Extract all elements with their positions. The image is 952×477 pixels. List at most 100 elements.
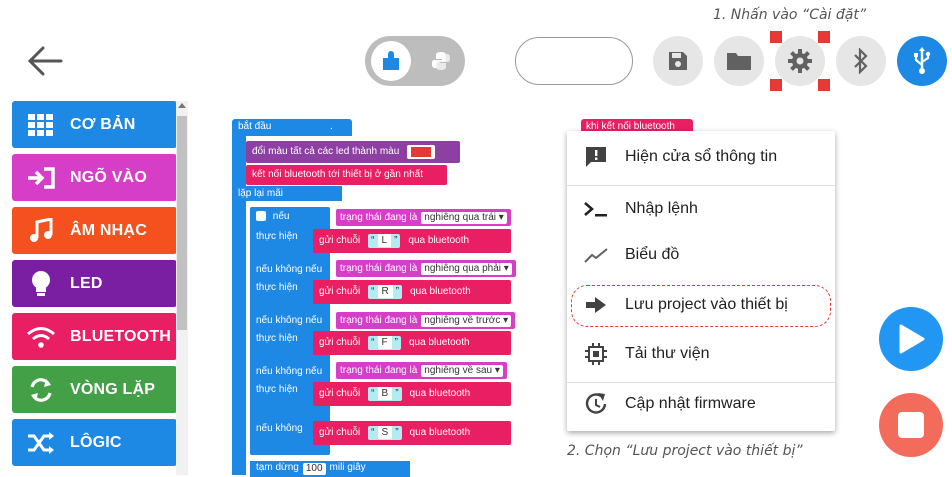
- settings-menu: Hiện cửa sổ thông tin Nhập lệnh Biểu đồ …: [567, 131, 835, 431]
- shuffle-icon: [12, 431, 70, 454]
- string-input[interactable]: “L”: [368, 234, 401, 248]
- instruction-step-1: 1. Nhấn vào “Cài đặt”: [713, 7, 867, 23]
- state-condition-block[interactable]: trạng thái đang là nghiêng về trước ▾: [336, 312, 516, 329]
- string-input[interactable]: “F”: [368, 336, 401, 350]
- state-condition-block[interactable]: trạng thái đang là nghiêng về sau ▾: [336, 362, 507, 379]
- start-block[interactable]: bắt đầu .: [232, 119, 352, 136]
- condition-dropdown[interactable]: nghiêng qua trái ▾: [421, 211, 507, 224]
- string-value: B: [377, 387, 393, 400]
- state-condition-block[interactable]: trạng thái đang là nghiêng qua phải ▾: [336, 260, 516, 277]
- forever-block[interactable]: lặp lại mãi: [232, 186, 342, 201]
- send-string-block[interactable]: gửi chuỗi “S” qua bluetooth: [313, 421, 511, 445]
- menu-item-label: Lưu project vào thiết bị: [625, 296, 788, 313]
- condition-dropdown[interactable]: nghiêng qua phải ▾: [421, 262, 512, 275]
- highlight-corner: [818, 79, 830, 91]
- string-value: R: [377, 285, 393, 298]
- block-text: nếu: [272, 210, 290, 222]
- loop-icon: [12, 377, 70, 403]
- send-string-block[interactable]: gửi chuỗi “F” qua bluetooth: [313, 331, 511, 355]
- menu-item-update-firmware[interactable]: Cập nhật firmware: [567, 384, 835, 424]
- sidebar-scroll-thumb[interactable]: [177, 116, 187, 330]
- menu-separator: [567, 382, 835, 383]
- send-string-block[interactable]: gửi chuỗi “B” qua bluetooth: [313, 382, 511, 406]
- category-label: ÂM NHẠC: [70, 221, 147, 239]
- scroll-up-arrow-icon[interactable]: [178, 103, 186, 108]
- gear-mini-icon[interactable]: [256, 211, 266, 221]
- color-swatch: [411, 147, 432, 157]
- highlight-corner: [818, 31, 830, 43]
- send-string-block[interactable]: gửi chuỗi “R” qua bluetooth: [313, 280, 511, 304]
- block-text: gửi chuỗi: [319, 337, 361, 348]
- string-value: L: [377, 234, 392, 247]
- stop-icon: [898, 412, 924, 438]
- mode-toggle[interactable]: [365, 36, 465, 86]
- folder-icon: [727, 53, 751, 70]
- blocks-mode-icon[interactable]: [371, 41, 411, 81]
- category-basic[interactable]: CƠ BẢN: [12, 101, 177, 148]
- string-input[interactable]: “R”: [368, 285, 403, 299]
- string-value: F: [377, 336, 392, 349]
- stop-button[interactable]: [879, 393, 943, 457]
- string-input[interactable]: “S”: [368, 426, 402, 440]
- settings-button[interactable]: [775, 36, 825, 86]
- category-label: CƠ BẢN: [70, 115, 136, 133]
- menu-item-download-library[interactable]: Tải thư viện: [567, 334, 835, 374]
- forever-block-body: [232, 201, 246, 475]
- dropdown-value: nghiêng qua phải: [424, 262, 502, 274]
- chip-icon: [567, 342, 625, 366]
- pause-value[interactable]: 100: [302, 463, 326, 475]
- menu-item-label: Cập nhật firmware: [625, 395, 756, 412]
- bluetooth-button[interactable]: [836, 36, 886, 86]
- condition-dropdown[interactable]: nghiêng về sau ▾: [421, 364, 503, 377]
- category-bluetooth[interactable]: BLUETOOTH: [12, 313, 177, 360]
- usb-button[interactable]: [897, 36, 947, 86]
- run-button[interactable]: [879, 307, 943, 371]
- then-label: thực hiện: [256, 282, 298, 293]
- string-input[interactable]: “B”: [368, 387, 402, 401]
- menu-separator: [567, 185, 835, 186]
- back-arrow-icon[interactable]: [27, 45, 63, 77]
- block-text: bắt đầu: [238, 121, 272, 132]
- menu-item-save-project-to-device[interactable]: Lưu project vào thiết bị: [567, 285, 835, 325]
- dropdown-value: nghiêng về trước: [424, 314, 501, 326]
- else-label: nếu không: [256, 423, 303, 434]
- category-loop[interactable]: VÒNG LẶP: [12, 366, 177, 413]
- wifi-icon: [12, 326, 70, 348]
- save-button[interactable]: [653, 36, 703, 86]
- state-condition-block[interactable]: trạng thái đang là nghiêng qua trái ▾: [336, 209, 511, 226]
- pause-block[interactable]: tạm dừng 100 mili giây: [250, 461, 410, 477]
- instruction-step-2: 2. Chọn “Lưu project vào thiết bị”: [567, 443, 803, 459]
- block-text: .: [330, 121, 333, 132]
- dropdown-value: nghiêng qua trái: [424, 211, 497, 223]
- category-input[interactable]: NGÕ VÀO: [12, 154, 177, 201]
- menu-item-command-input[interactable]: Nhập lệnh: [567, 189, 835, 229]
- menu-item-chart[interactable]: Biểu đồ: [567, 235, 835, 275]
- highlight-corner: [770, 79, 782, 91]
- info-message-icon: [567, 145, 625, 169]
- block-text: trạng thái đang là: [340, 211, 418, 223]
- project-name-input[interactable]: [515, 37, 633, 85]
- color-picker[interactable]: [407, 145, 436, 159]
- open-folder-button[interactable]: [714, 36, 764, 86]
- block-text: qua bluetooth: [409, 427, 471, 438]
- else-if-label: nếu không nếu: [256, 264, 323, 275]
- python-mode-icon[interactable]: [421, 41, 461, 81]
- save-icon: [669, 52, 687, 70]
- category-logic[interactable]: LÔGIC: [12, 419, 177, 466]
- then-label: thực hiện: [256, 384, 298, 395]
- category-label: VÒNG LẶP: [70, 380, 156, 398]
- category-led[interactable]: LED: [12, 260, 177, 307]
- block-text: gửi chuỗi: [319, 388, 361, 399]
- string-value: S: [377, 426, 393, 439]
- set-all-led-color-block[interactable]: đổi màu tất cả các led thành màu: [246, 141, 460, 163]
- music-icon: [12, 217, 70, 244]
- bluetooth-connect-block[interactable]: kết nối bluetooth tới thiết bị ở gần nhấ…: [246, 165, 447, 185]
- block-text: gửi chuỗi: [319, 286, 361, 297]
- condition-dropdown[interactable]: nghiêng về trước ▾: [421, 314, 512, 327]
- arrow-right-icon: [567, 296, 625, 314]
- category-music[interactable]: ÂM NHẠC: [12, 207, 177, 254]
- block-text: gửi chuỗi: [319, 427, 361, 438]
- block-text: qua bluetooth: [408, 337, 470, 348]
- menu-item-show-info-window[interactable]: Hiện cửa sổ thông tin: [567, 137, 835, 177]
- send-string-block[interactable]: gửi chuỗi “L” qua bluetooth: [313, 229, 511, 253]
